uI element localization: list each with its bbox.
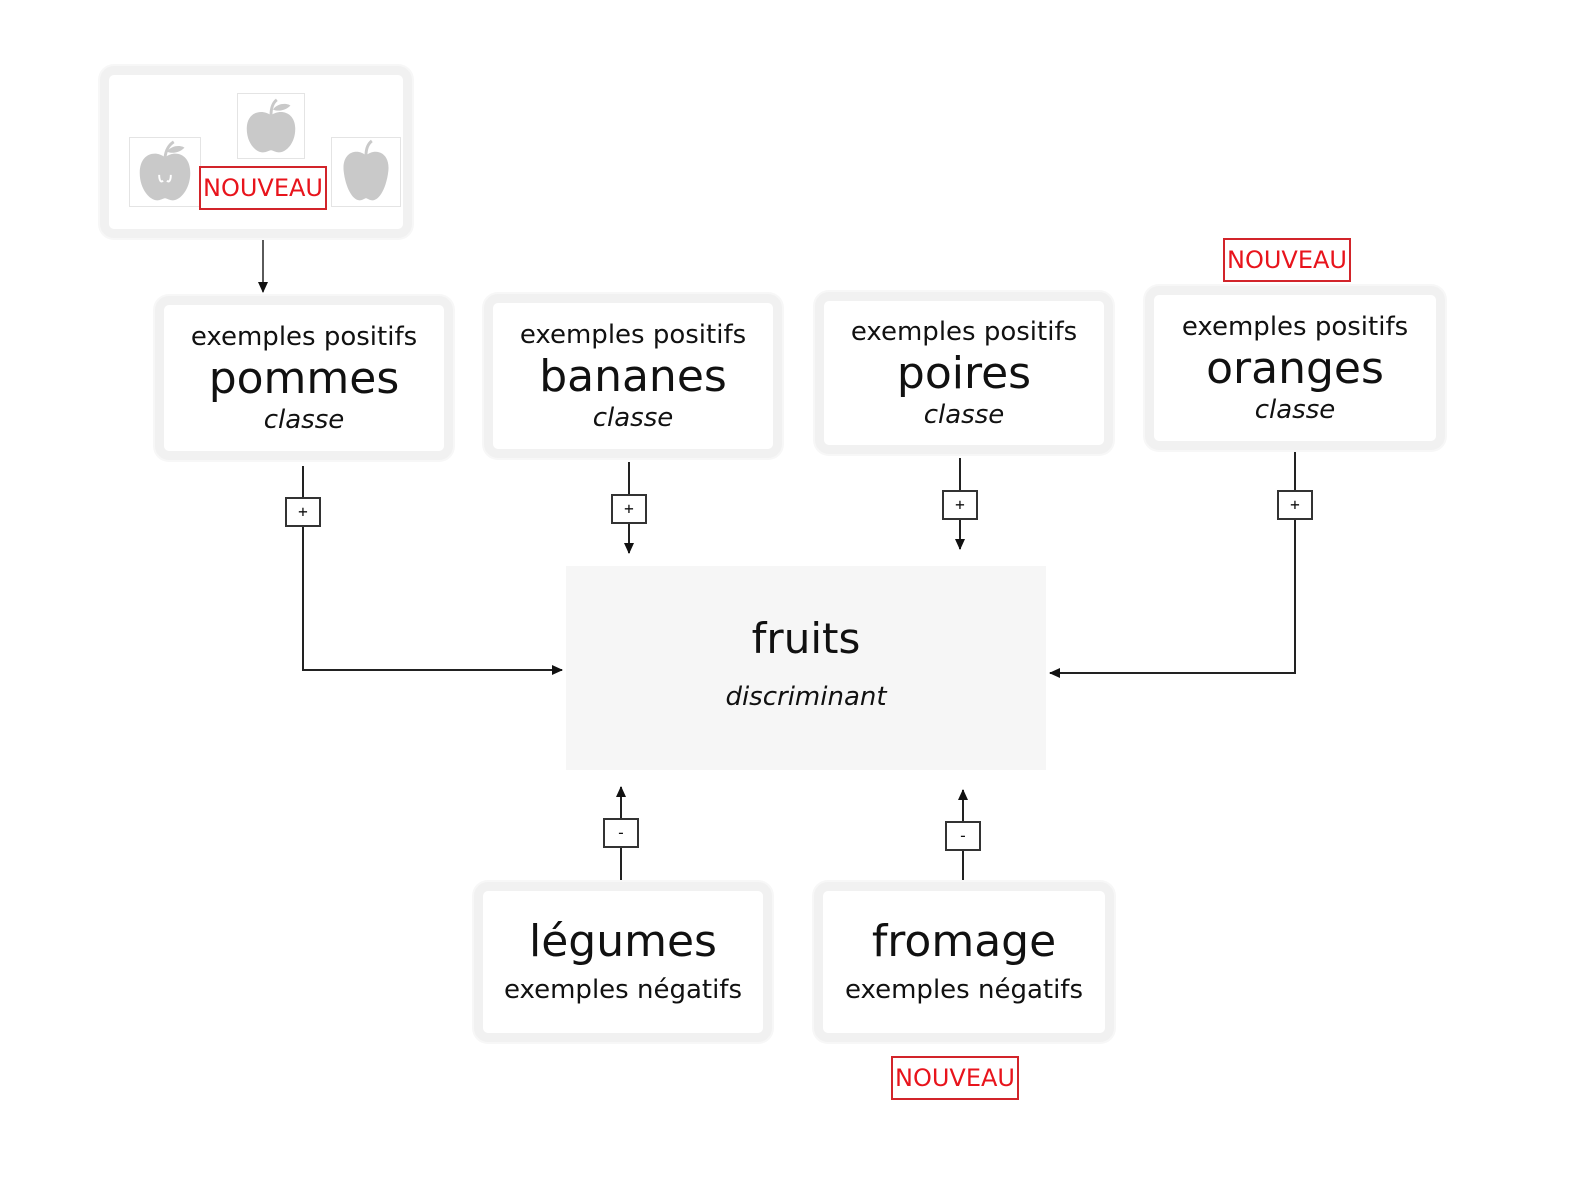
class-kind-label: classe (592, 403, 674, 433)
discriminator-name: fruits (751, 614, 861, 663)
negative-examples-label: exemples négatifs (844, 975, 1083, 1005)
negative-box-legumes: légumes exemples négatifs (474, 882, 772, 1042)
apple-thumbnail-right (331, 137, 401, 207)
discriminator-box: fruits discriminant (566, 566, 1046, 770)
plus-sign-bananes: + (611, 494, 647, 524)
negative-name: fromage (871, 916, 1057, 967)
class-name: oranges (1206, 343, 1384, 394)
positive-examples-label: exemples positifs (190, 322, 418, 352)
arrow-oranges-to-fruits (1049, 452, 1296, 678)
apple-icon (139, 140, 191, 201)
class-kind-label: classe (923, 400, 1005, 430)
negative-box-fromage: fromage exemples négatifs (814, 882, 1114, 1042)
class-box-oranges: exemples positifs oranges classe (1145, 286, 1445, 450)
class-kind-label: classe (1254, 395, 1336, 425)
class-name: poires (896, 348, 1032, 399)
positive-examples-label: exemples positifs (850, 317, 1078, 347)
apple-thumbnail-middle (237, 93, 305, 159)
arrow-pommes-to-fruits (302, 466, 563, 675)
class-box-bananes: exemples positifs bananes classe (484, 294, 782, 458)
positive-examples-label: exemples positifs (1181, 312, 1409, 342)
apple-icon (246, 98, 296, 153)
class-name: pommes (208, 353, 400, 404)
apple-thumbnail-left (129, 137, 201, 207)
new-tag-images: NOUVEAU (199, 166, 327, 210)
plus-sign-oranges: + (1277, 490, 1313, 520)
minus-sign-legumes: - (603, 818, 639, 848)
minus-sign-fromage: - (945, 821, 981, 851)
class-box-poires: exemples positifs poires classe (815, 292, 1113, 454)
image-examples-group (100, 66, 412, 238)
apple-icon (343, 139, 389, 201)
class-box-pommes: exemples positifs pommes classe (155, 296, 453, 460)
class-kind-label: classe (263, 405, 345, 435)
new-tag-fromage: NOUVEAU (891, 1056, 1019, 1100)
positive-examples-label: exemples positifs (519, 320, 747, 350)
negative-examples-label: exemples négatifs (503, 975, 742, 1005)
plus-sign-pommes: + (285, 497, 321, 527)
negative-name: légumes (529, 916, 717, 967)
new-tag-oranges: NOUVEAU (1223, 238, 1351, 282)
class-name: bananes (539, 351, 727, 402)
plus-sign-poires: + (942, 490, 978, 520)
discriminator-kind-label: discriminant (725, 682, 887, 712)
